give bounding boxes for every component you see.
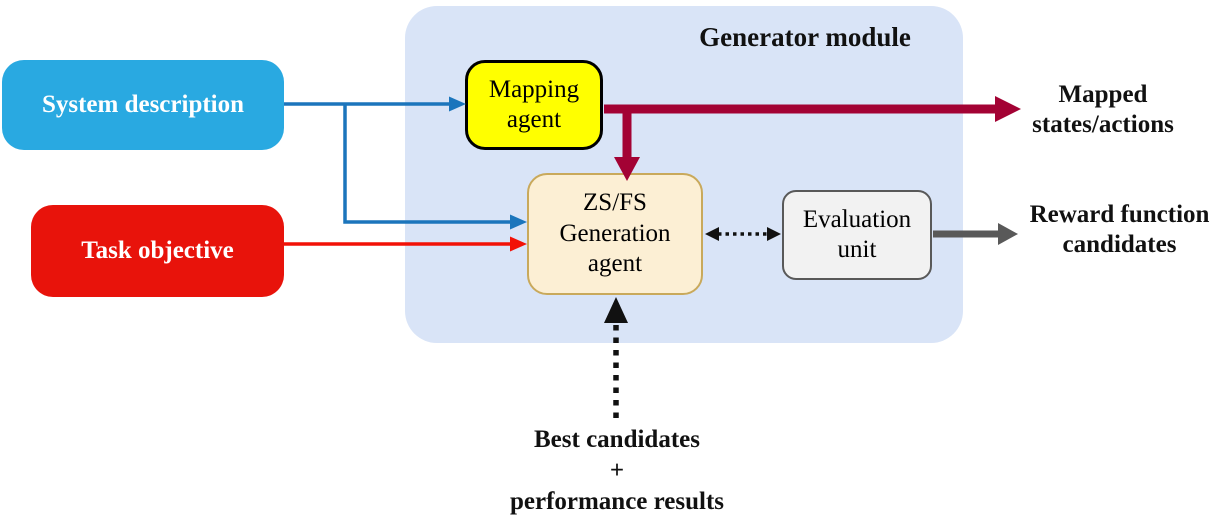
mapping-agent-box: Mapping agent [465, 60, 603, 150]
feedback-label-line3: performance results [509, 488, 725, 515]
zsfs-generation-agent-box: ZS/FS Generation agent [527, 173, 703, 295]
reward-function-candidates-label: Reward function candidates [1022, 200, 1217, 260]
generator-module-title: Generator module [699, 22, 911, 52]
reward-label-line1: Reward function [1029, 201, 1210, 228]
evaluation-unit-box: Evaluation unit [782, 190, 932, 280]
generation-agent-label-line1: ZS/FS [583, 189, 647, 217]
feedback-label: Best candidates + performance results [483, 424, 751, 517]
feedback-label-line1: Best candidates [534, 426, 700, 453]
mapping-agent-label-line1: Mapping [488, 75, 580, 103]
reward-label-line2: candidates [1062, 231, 1177, 258]
task-objective-label: Task objective [81, 236, 234, 264]
system-description-label: System description [41, 90, 245, 118]
mapped-label-line2: states/actions [1032, 111, 1174, 138]
generation-agent-label-line3: agent [587, 250, 643, 278]
system-description-box: System description [2, 60, 284, 150]
evaluation-unit-label-line1: Evaluation [802, 205, 912, 233]
generation-agent-label-line2: Generation [559, 219, 671, 247]
feedback-label-line2: + [609, 457, 625, 484]
mapping-agent-label-line2: agent [506, 106, 562, 133]
mapped-label-line1: Mapped [1058, 81, 1148, 108]
evaluation-unit-label-line2: unit [837, 236, 877, 263]
task-objective-box: Task objective [31, 205, 284, 297]
mapped-states-actions-label: Mapped states/actions [1018, 80, 1188, 140]
